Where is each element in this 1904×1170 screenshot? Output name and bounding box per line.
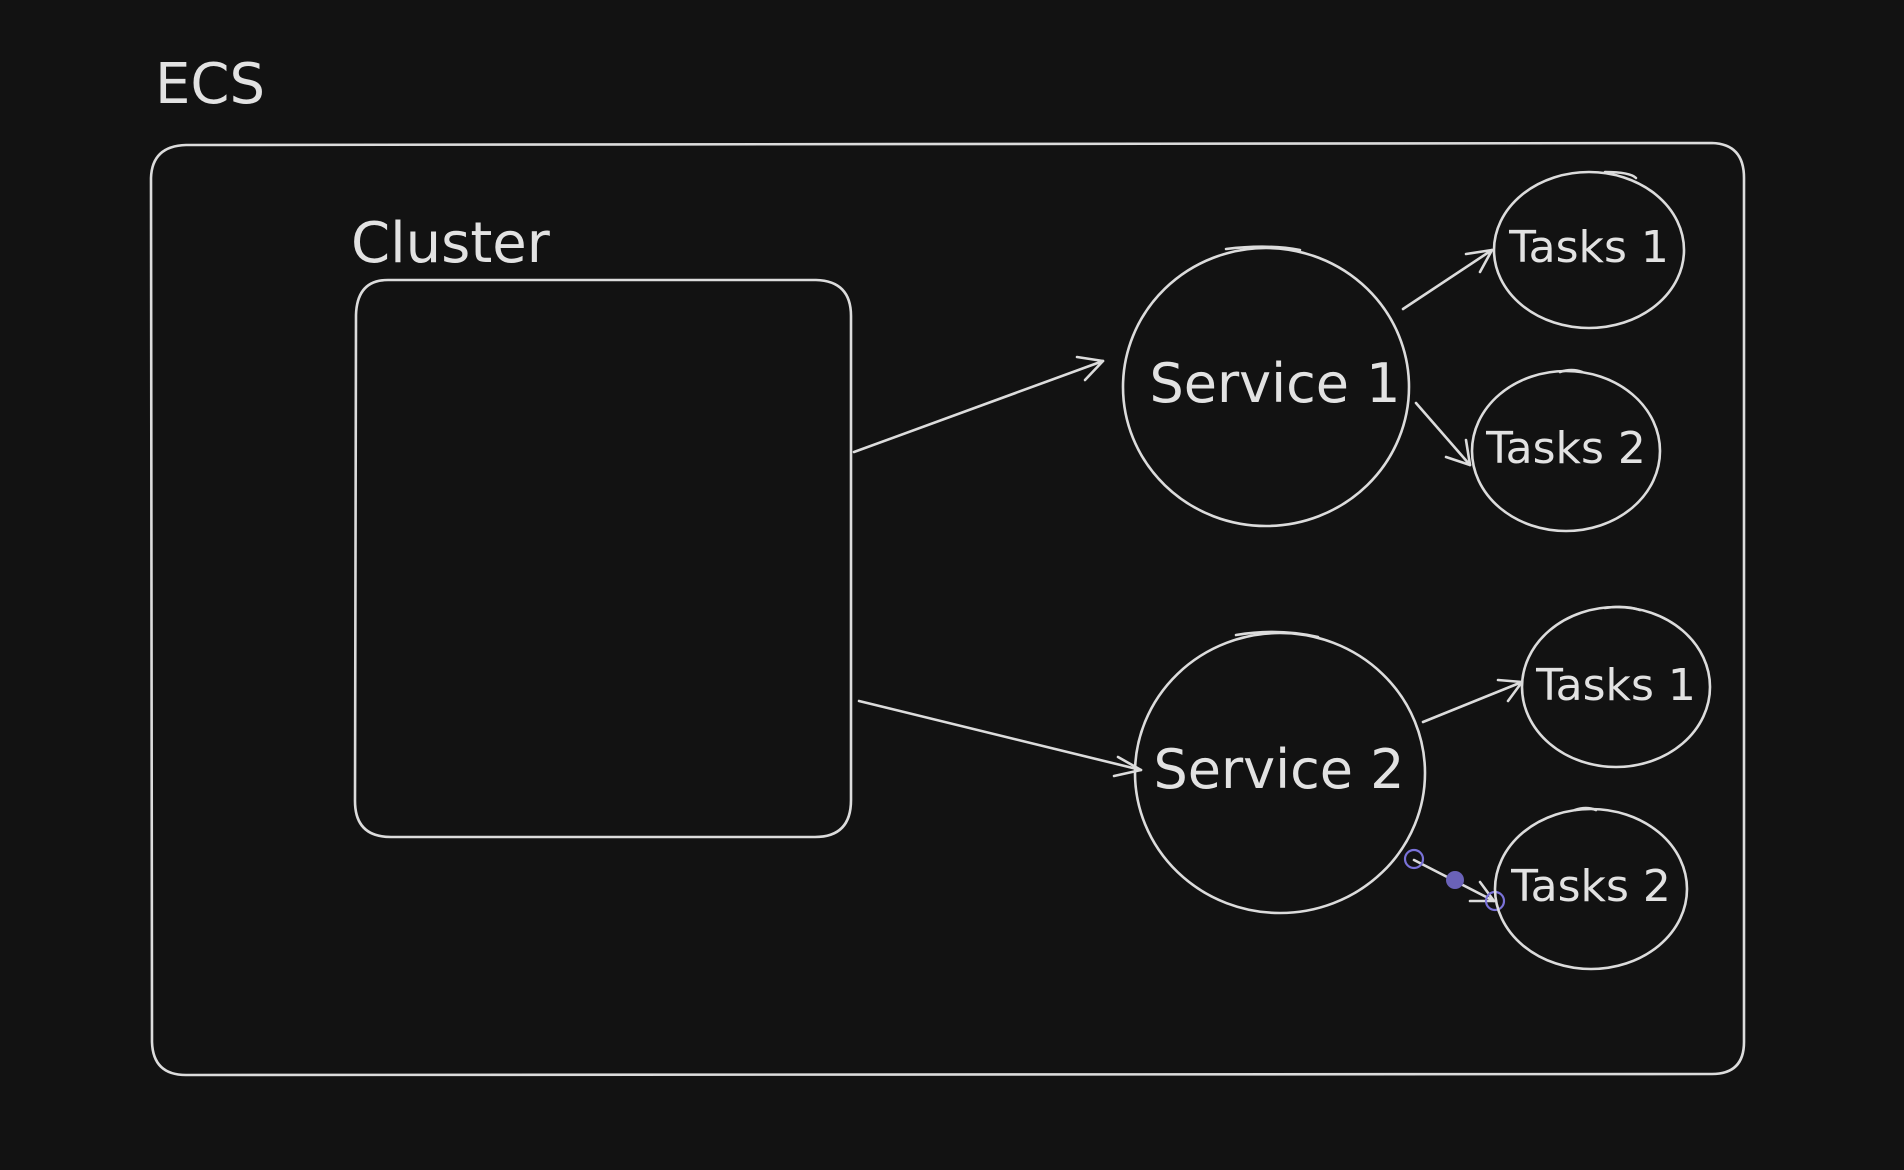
service-1-task-1-node[interactable]: Tasks 1	[1492, 170, 1686, 330]
service-2-label: Service 2	[1153, 738, 1404, 801]
service-1-label: Service 1	[1149, 352, 1400, 415]
service-1-node[interactable]: Service 1	[1121, 245, 1411, 528]
service-2-node[interactable]: Service 2	[1133, 630, 1427, 915]
ecs-container[interactable]	[149, 141, 1746, 1077]
arrow-service-1-to-task-1[interactable]	[1401, 248, 1494, 311]
ecs-title[interactable]: ECS	[155, 52, 265, 117]
cluster-box[interactable]	[353, 278, 853, 839]
service-2-task-2-node[interactable]: Tasks 2	[1493, 806, 1689, 971]
arrow-service-1-to-task-2[interactable]	[1414, 401, 1472, 467]
selection-handle-mid[interactable]	[1446, 871, 1464, 889]
selection-handle-start[interactable]	[1403, 848, 1425, 870]
service-1-task-2-node[interactable]: Tasks 2	[1470, 368, 1662, 533]
arrow-service-2-to-task-2[interactable]	[1403, 848, 1506, 912]
service-1-task-2-label: Tasks 2	[1485, 423, 1646, 474]
cluster-label[interactable]: Cluster	[351, 211, 551, 276]
service-2-task-2-label: Tasks 2	[1510, 861, 1671, 912]
service-2-task-1-node[interactable]: Tasks 1	[1520, 605, 1712, 769]
arrow-cluster-to-service-2[interactable]	[857, 699, 1143, 778]
service-2-task-1-label: Tasks 1	[1535, 660, 1696, 711]
arrow-cluster-to-service-1[interactable]	[852, 355, 1105, 454]
arrow-service-2-to-task-1[interactable]	[1421, 678, 1524, 724]
service-1-task-1-label: Tasks 1	[1508, 222, 1669, 273]
